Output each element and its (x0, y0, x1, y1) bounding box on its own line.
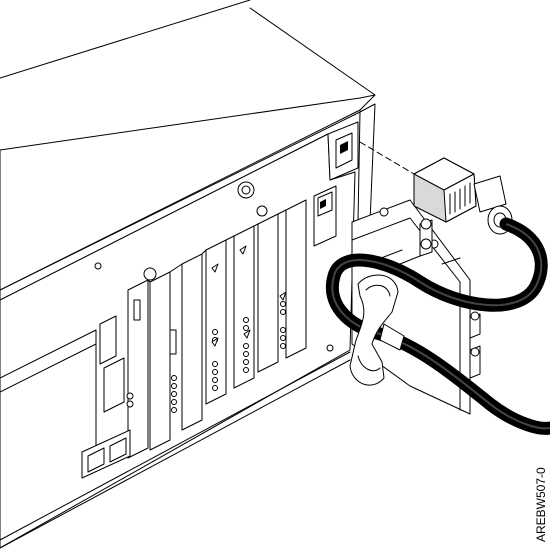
power-cord (325, 217, 550, 435)
power-supply-bay (313, 121, 359, 247)
io-panel (81, 315, 334, 479)
thumbscrew-icon (94, 181, 268, 281)
cable-clip-icon (349, 274, 405, 386)
pci-slot-cover (149, 271, 171, 451)
pci-slots (127, 199, 307, 459)
pci-slot-cover (181, 253, 203, 431)
figure-identifier: AREBW507-0 (534, 467, 548, 542)
pci-slot-cover (285, 199, 307, 359)
slot-marking (169, 329, 177, 355)
pci-slot-cover (205, 239, 227, 405)
power-cord-icon (413, 157, 513, 235)
pci-slot-cover (233, 225, 255, 389)
pci-slot-cover (257, 213, 279, 373)
alignment-guide (359, 141, 415, 175)
slot-marking (133, 299, 141, 321)
